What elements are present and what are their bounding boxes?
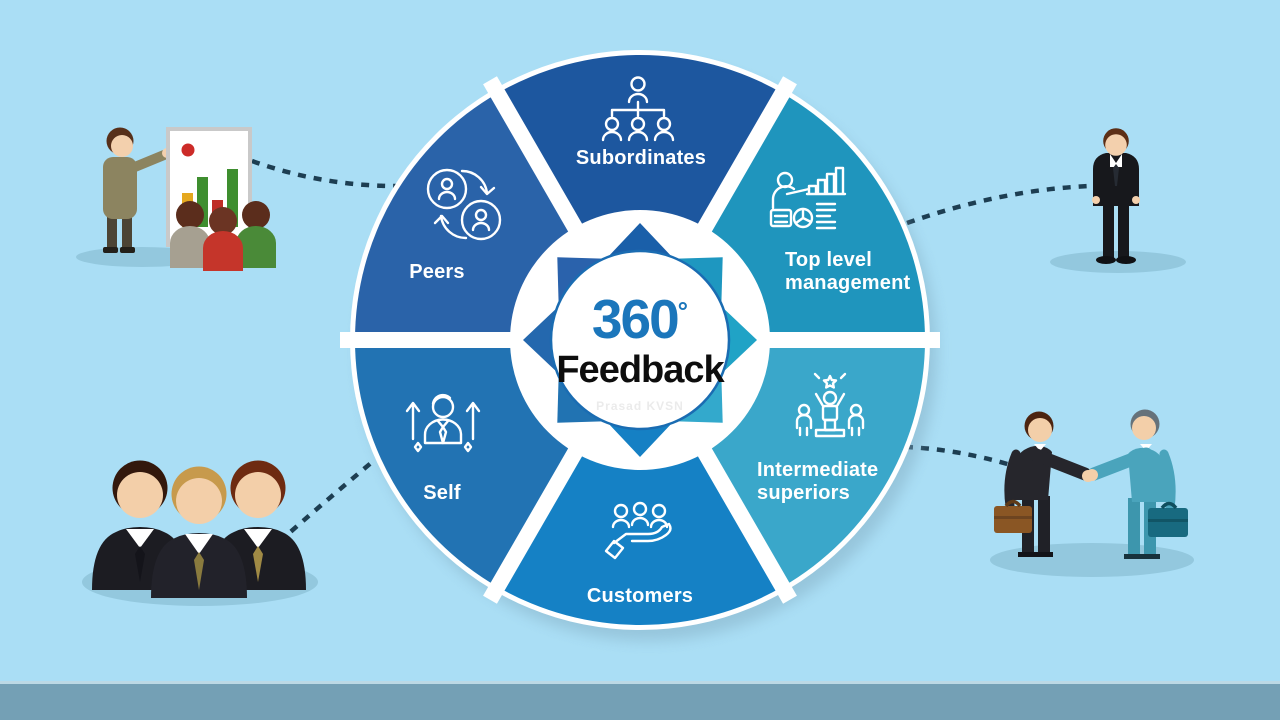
label-line: management xyxy=(785,272,911,294)
label-line: superiors xyxy=(757,482,850,504)
businessman-middle xyxy=(151,466,247,598)
ground-shadow xyxy=(990,543,1194,577)
footer-bar xyxy=(0,681,1280,720)
segment-label-peers: Peers xyxy=(409,261,465,283)
connector-peers-presenter xyxy=(251,158,397,189)
hub-title: 360° Feedback Prasad KVSN xyxy=(518,292,762,413)
segment-label-subordinates: Subordinates xyxy=(575,147,707,169)
business-handshake-illustration xyxy=(990,409,1194,577)
briefcase-teal xyxy=(1148,508,1188,537)
label-line: Intermediate xyxy=(757,459,879,481)
peer-exchange-icon xyxy=(426,168,502,241)
achiever-podium-icon xyxy=(795,372,865,438)
briefcase-brown xyxy=(994,506,1032,533)
handshake-man-right xyxy=(1086,409,1188,559)
presenter-analytics-icon xyxy=(769,166,847,230)
connector-self-team xyxy=(277,461,373,544)
segment-label-self: Self xyxy=(423,482,461,504)
standing-businessman-illustration xyxy=(1050,128,1186,273)
degree-symbol: ° xyxy=(677,296,689,326)
connector-topmgmt-businessman xyxy=(906,183,1091,226)
label-line: Top level xyxy=(785,249,873,271)
segment-label-intermediate-superiors: Intermediate superiors xyxy=(757,459,878,505)
whiteboard-with-chart xyxy=(166,127,252,247)
handshake-man-left xyxy=(994,411,1094,557)
audience-group xyxy=(170,201,276,271)
segment-subordinates-sector xyxy=(497,55,783,340)
title-360: 360° xyxy=(591,288,689,350)
presenter-with-audience-illustration xyxy=(76,127,276,271)
segment-label-top-level-management: Top level management xyxy=(785,249,910,295)
hub-center-ring xyxy=(549,249,731,431)
org-hierarchy-icon xyxy=(601,76,675,142)
hub-center-circle xyxy=(551,251,729,429)
watermark-text: Prasad KVSN xyxy=(596,398,684,413)
three-businessmen-illustration xyxy=(82,460,318,606)
connector-lines xyxy=(251,158,1091,544)
title-feedback: Feedback xyxy=(556,349,724,391)
people-in-hand-icon xyxy=(604,501,672,560)
feedback-wheel xyxy=(340,50,940,641)
connector-superiors-handshake xyxy=(904,444,1015,469)
segment-customers-sector xyxy=(497,340,783,625)
segment-label-customers: Customers xyxy=(586,585,694,607)
self-growth-icon xyxy=(405,393,481,453)
